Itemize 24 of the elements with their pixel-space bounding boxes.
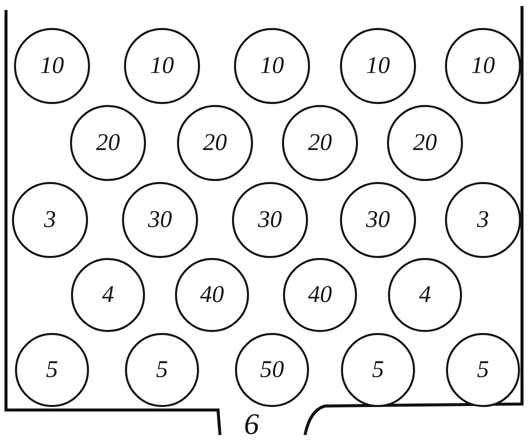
- number-circle: 10: [340, 28, 416, 104]
- number-circle: 10: [445, 28, 521, 104]
- number-circle: 5: [125, 333, 199, 407]
- number-circle: 3: [12, 182, 88, 258]
- number-circle: 5: [446, 333, 520, 407]
- number-circle: 4: [388, 258, 462, 332]
- number-circle: 40: [175, 258, 249, 332]
- number-circle: 10: [234, 28, 310, 104]
- number-circle: 30: [340, 182, 416, 258]
- number-circle: 30: [232, 182, 308, 258]
- number-circle: 4: [71, 258, 145, 332]
- number-circle: 50: [235, 333, 309, 407]
- number-circle: 3: [445, 182, 521, 258]
- number-circle: 5: [15, 333, 89, 407]
- number-circle: 10: [14, 28, 90, 104]
- number-circle: 10: [124, 28, 200, 104]
- number-circle: 20: [282, 105, 358, 181]
- number-circle: 40: [283, 258, 357, 332]
- number-circle: 20: [177, 105, 253, 181]
- number-circle: 5: [341, 333, 415, 407]
- number-circle: 20: [70, 105, 146, 181]
- number-circle: 30: [122, 182, 198, 258]
- page-number: 6: [244, 408, 259, 442]
- number-circle: 20: [387, 105, 463, 181]
